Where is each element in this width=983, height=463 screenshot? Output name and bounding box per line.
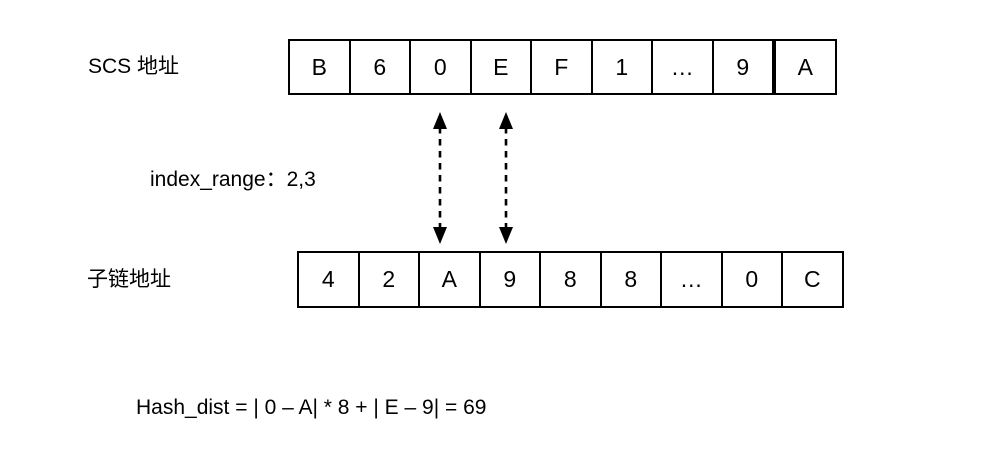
- hash-dist-formula: Hash_dist = | 0 – A| * 8 + | E – 9| = 69: [136, 396, 487, 419]
- address-cell: 2: [360, 253, 420, 306]
- address-cell: F: [532, 41, 593, 93]
- address-cell: 8: [541, 253, 602, 306]
- address-cell: 4: [299, 253, 360, 306]
- scs-address-row: B 6 0 E F 1 … 9 A: [288, 39, 837, 95]
- address-cell: A: [774, 41, 835, 93]
- dashed-double-arrow-icon: [433, 112, 447, 244]
- scs-address-label: SCS 地址: [88, 55, 180, 78]
- index-mapping-arrows: [433, 112, 513, 244]
- address-cell: A: [420, 253, 481, 306]
- address-cell: C: [803, 266, 821, 292]
- address-cell: 0: [411, 41, 472, 93]
- subchain-address-row: 4 2 A 9 8 8 … 0 C: [297, 251, 844, 308]
- address-cell: 9: [481, 253, 541, 306]
- dashed-double-arrow-icon: [499, 112, 513, 244]
- address-cell: …: [653, 41, 714, 93]
- subchain-address-label: 子链地址: [87, 268, 171, 291]
- address-cell: 0: [723, 253, 783, 306]
- index-range-label: index_range：2,3: [150, 168, 316, 191]
- address-cell: 9: [714, 41, 774, 93]
- address-cell: 1: [593, 41, 653, 93]
- address-cell: …: [662, 253, 723, 306]
- address-cell: E: [472, 41, 532, 93]
- address-cell: 8: [602, 253, 662, 306]
- address-cell: B: [290, 41, 351, 93]
- address-cell: 6: [351, 41, 411, 93]
